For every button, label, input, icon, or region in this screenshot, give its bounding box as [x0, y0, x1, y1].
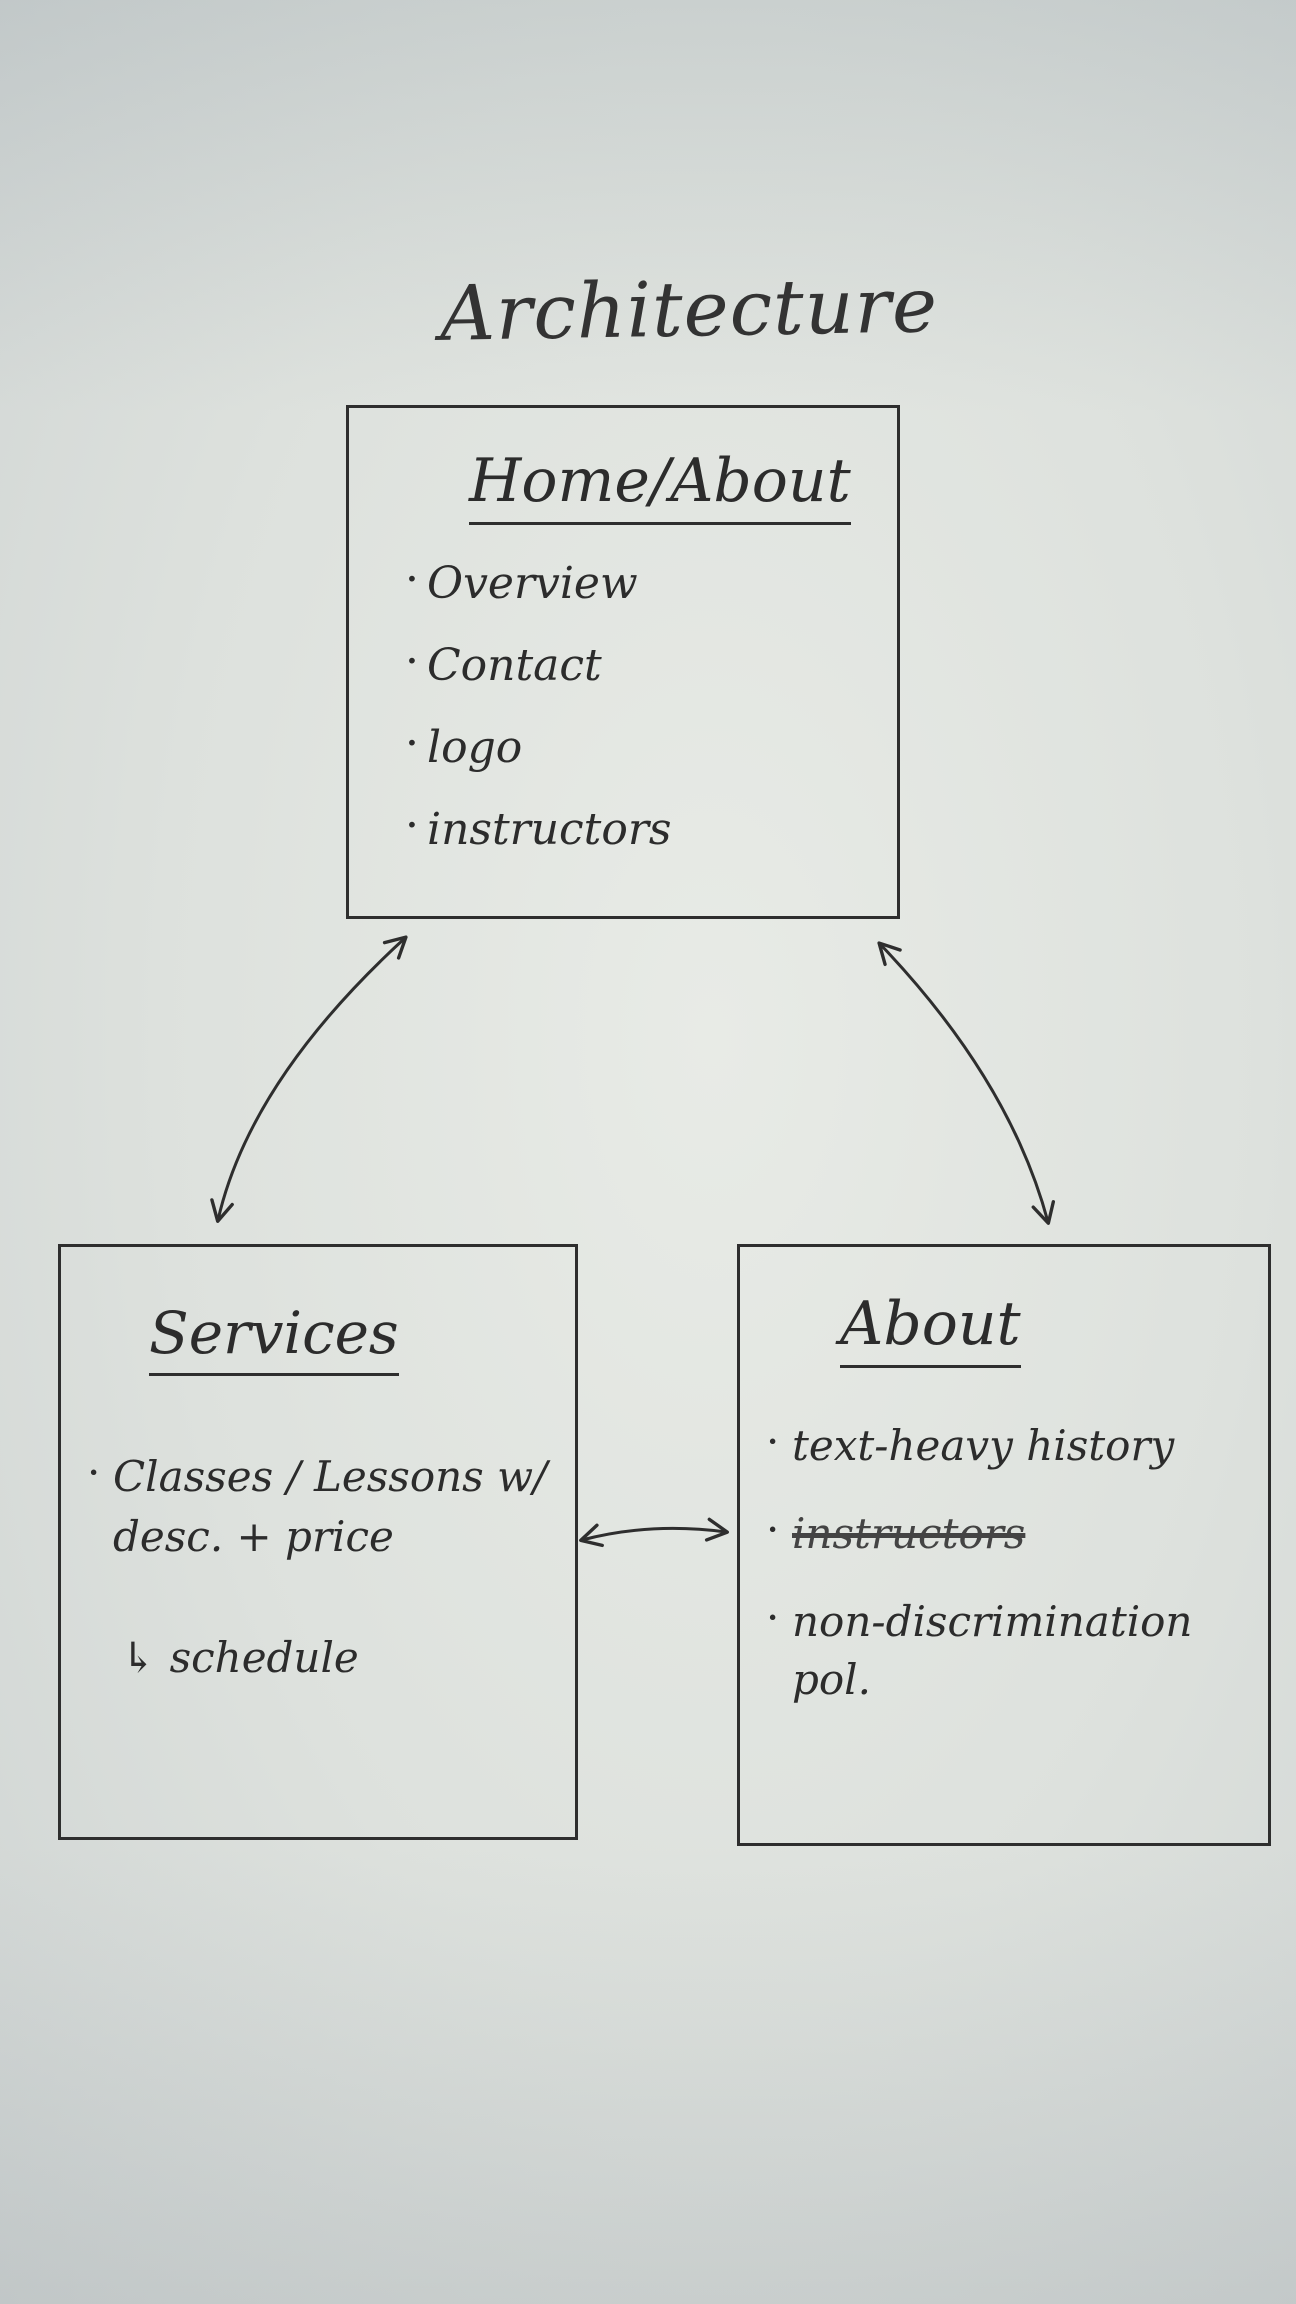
home-about-box: Home/About ·Overview ·Contact ·logo ·ins…	[346, 405, 900, 919]
list-item-label: Classes / Lessons w/ desc. + price	[113, 1452, 548, 1561]
corner-arrow-icon: ↳	[121, 1633, 157, 1682]
bullet-icon: ·	[766, 1593, 780, 1642]
bullet-icon: ·	[405, 554, 419, 605]
home-about-list: ·Overview ·Contact ·logo ·instructors	[405, 554, 672, 886]
list-item-label: text-heavy history	[792, 1421, 1175, 1470]
list-item-label: Overview	[427, 558, 638, 609]
connector-services-about	[579, 1517, 729, 1548]
list-item: ·text-heavy history	[766, 1417, 1232, 1475]
about-box: About ·text-heavy history ·instructors ·…	[737, 1244, 1271, 1846]
bullet-icon: ·	[405, 718, 419, 769]
services-heading: Services	[149, 1299, 399, 1376]
list-item-label: instructors	[427, 804, 672, 855]
services-list: ·Classes / Lessons w/ desc. + price	[87, 1447, 553, 1567]
bullet-icon: ·	[405, 800, 419, 851]
list-item: ·Classes / Lessons w/ desc. + price	[87, 1447, 553, 1567]
list-item-label: logo	[427, 722, 523, 773]
list-item: ·instructors	[405, 800, 672, 886]
services-sub-item: ↳ schedule	[121, 1633, 359, 1682]
list-item-label: non-discrimination pol.	[792, 1597, 1193, 1704]
home-about-heading: Home/About	[469, 446, 851, 525]
bullet-icon: ·	[766, 1417, 780, 1466]
connector-home-about	[877, 941, 1056, 1225]
services-box: Services ·Classes / Lessons w/ desc. + p…	[58, 1244, 578, 1840]
list-item: ·instructors	[766, 1505, 1232, 1563]
list-item: ·logo	[405, 718, 671, 804]
sub-item-label: schedule	[169, 1633, 359, 1682]
connector-home-services	[210, 935, 408, 1223]
about-heading: About	[840, 1289, 1021, 1368]
bullet-icon: ·	[87, 1448, 101, 1497]
about-list: ·text-heavy history ·instructors ·non-di…	[766, 1417, 1232, 1739]
bullet-icon: ·	[405, 636, 419, 687]
list-item: ·Overview	[405, 554, 671, 640]
struck-list-item-label: instructors	[792, 1509, 1026, 1558]
list-item-label: Contact	[427, 640, 602, 691]
list-item: ·Contact	[405, 636, 671, 722]
list-item: ·non-discrimination pol.	[766, 1593, 1232, 1709]
bullet-icon: ·	[766, 1505, 780, 1554]
